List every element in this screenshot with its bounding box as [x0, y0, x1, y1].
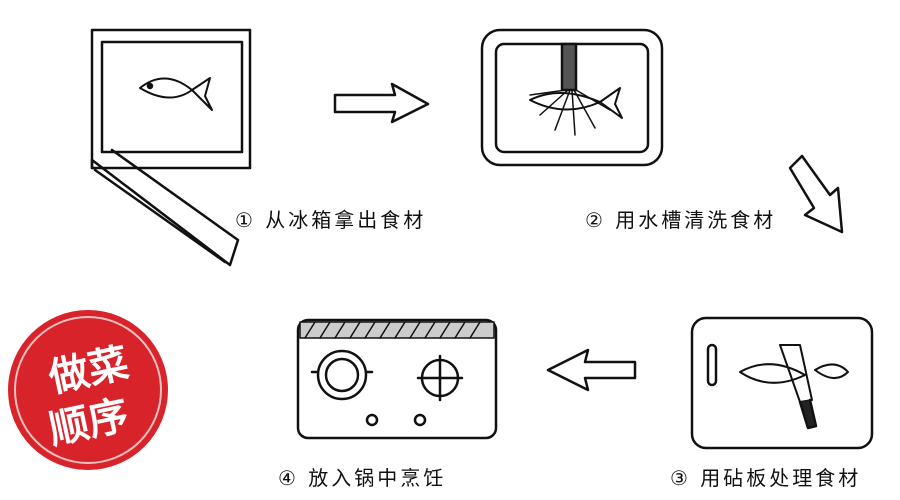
step-4-caption: ④ 放入锅中烹饪 [278, 466, 447, 490]
arrow-down-right-icon [788, 154, 844, 234]
stove-sketch [296, 318, 498, 440]
step-2-caption: ② 用水槽清洗食材 [585, 208, 777, 232]
step-3-caption: ③ 用砧板处理食材 [670, 466, 862, 490]
stamp-badge: 做菜 顺序 [8, 310, 168, 470]
cutting-board-sketch [690, 316, 874, 450]
step-1-caption: ① 从冰箱拿出食材 [235, 208, 427, 232]
arrow-right-icon [333, 82, 430, 124]
fridge-sketch [90, 28, 252, 267]
arrow-left-icon [546, 348, 637, 392]
sink-sketch [480, 28, 664, 167]
